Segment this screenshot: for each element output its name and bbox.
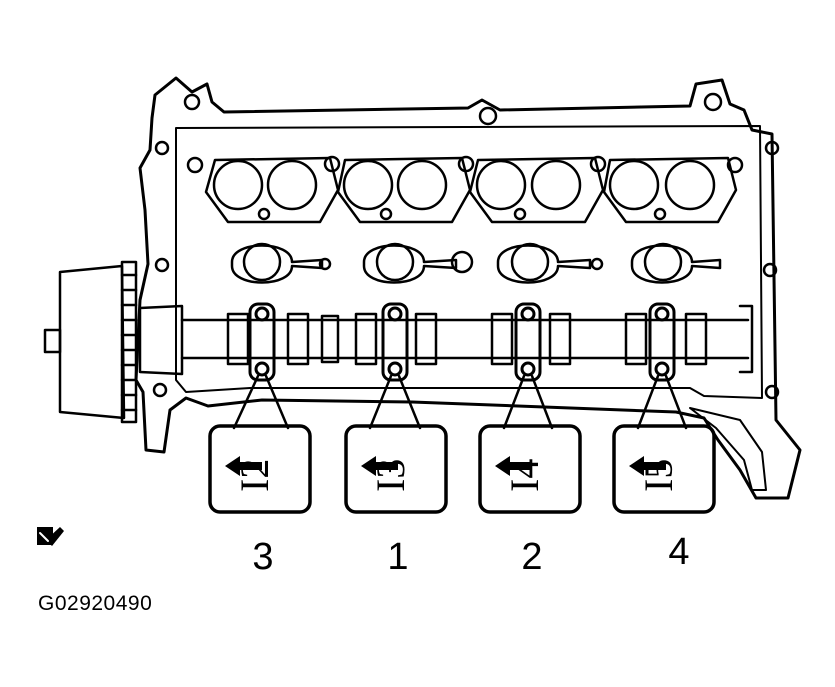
tag-I5: I5 — [612, 424, 716, 514]
perimeter-bolt-holes — [152, 92, 780, 400]
sequence-number-I2: 3 — [252, 536, 274, 578]
figure-code: G02920490 — [38, 592, 153, 615]
camshaft — [138, 304, 754, 376]
spark-plug-bosses — [230, 242, 722, 284]
tag-label-I5: I5 — [636, 459, 681, 492]
sequence-number-I4: 2 — [521, 536, 543, 578]
wrench-tool-icon — [37, 527, 64, 546]
casting-bracket — [689, 407, 767, 491]
tag-label-I3: I3 — [368, 459, 413, 492]
cylinder-head-outline — [134, 76, 802, 500]
camshaft-sprocket — [43, 260, 138, 424]
bearing-caps — [232, 302, 688, 430]
cap-tags: I2 I3 I4 I5 — [208, 424, 716, 514]
arrow-left-icon — [629, 456, 666, 476]
tag-I3: I3 — [344, 424, 448, 514]
bearing-cap-I3 — [368, 302, 422, 430]
tag-label-I2: I2 — [232, 459, 277, 492]
sequence-number-I5: 4 — [668, 531, 690, 573]
valve-pockets — [186, 155, 744, 224]
tag-I2: I2 — [208, 424, 312, 514]
arrow-left-icon — [361, 456, 398, 476]
bearing-cap-I5 — [636, 302, 688, 430]
bearing-cap-I2 — [232, 302, 290, 430]
tag-label-I4: I4 — [502, 459, 547, 492]
tag-I4: I4 — [478, 424, 582, 514]
bearing-cap-I4 — [502, 302, 554, 430]
arrow-left-icon — [225, 456, 262, 476]
arrow-left-icon — [495, 456, 532, 476]
gasket-line — [175, 125, 763, 399]
sequence-number-I3: 1 — [387, 536, 409, 578]
